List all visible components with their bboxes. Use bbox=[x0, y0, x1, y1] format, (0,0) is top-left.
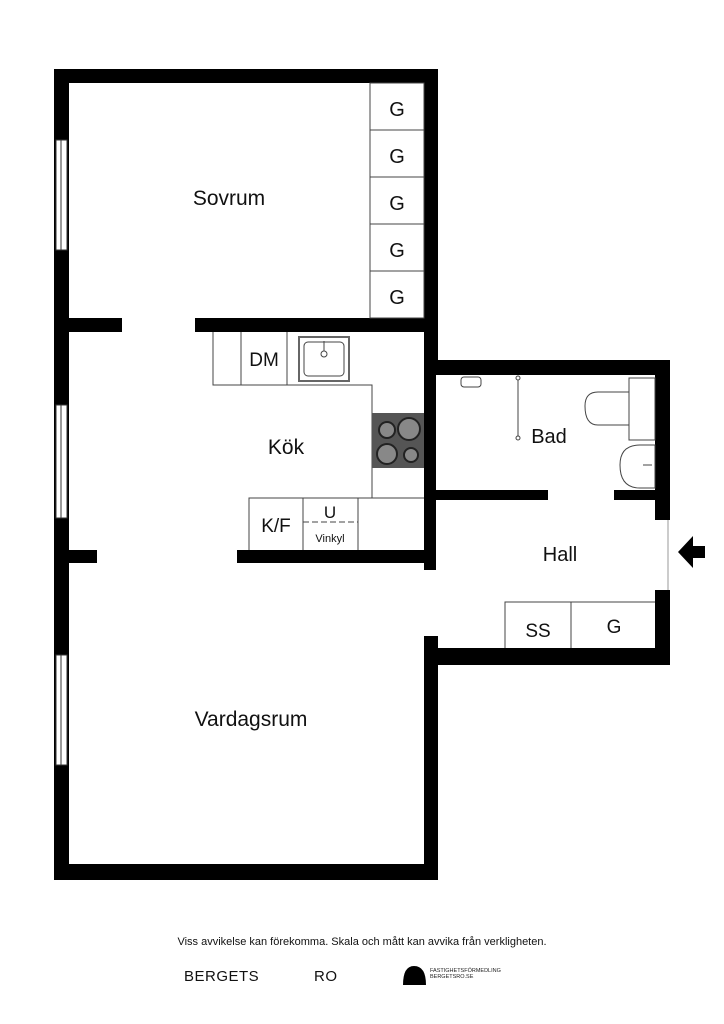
windows bbox=[55, 139, 68, 766]
bedroom-wardrobes bbox=[369, 82, 425, 319]
tagline: FASTIGHETSFÖRMEDLING BERGETSRO.SE bbox=[430, 968, 501, 980]
wardrobe-label: G bbox=[389, 193, 405, 215]
room-label-vardagsrum: Vardagsrum bbox=[195, 708, 308, 731]
disclaimer: Viss avvikelse kan förekomma. Skala och … bbox=[177, 936, 547, 948]
arrow-left-icon bbox=[678, 536, 705, 568]
room-label-bad: Bad bbox=[531, 426, 567, 448]
walls bbox=[54, 69, 670, 880]
brand-left: BERGETS bbox=[184, 968, 260, 985]
room-label-kok: Kök bbox=[268, 436, 305, 459]
room-label-sovrum: Sovrum bbox=[193, 187, 265, 210]
hall-cabinets bbox=[504, 601, 655, 648]
wardrobe-label: G bbox=[389, 240, 405, 262]
fridge-freezer-label: K/F bbox=[261, 516, 291, 537]
brand-right: RO bbox=[314, 968, 338, 985]
kitchen-counter bbox=[212, 332, 424, 499]
tagline-1: FASTIGHETSFÖRMEDLING bbox=[430, 968, 501, 974]
wardrobe-label: G bbox=[389, 146, 405, 168]
oven-label: U bbox=[324, 503, 336, 522]
stove bbox=[372, 413, 424, 468]
dishwasher-label: DM bbox=[249, 350, 279, 371]
hall-cabinet-label: SS bbox=[525, 621, 550, 642]
room-label-hall: Hall bbox=[543, 544, 577, 566]
bathroom-fixtures bbox=[460, 375, 656, 489]
hall-wardrobe-label: G bbox=[607, 617, 622, 638]
oven-note: Vinkyl bbox=[315, 533, 344, 545]
wardrobe-label: G bbox=[389, 99, 405, 121]
kitchen-lower-counter bbox=[248, 497, 372, 550]
wardrobe-label: G bbox=[389, 287, 405, 309]
tagline-2: BERGETSRO.SE bbox=[430, 974, 474, 980]
logo-mark bbox=[403, 966, 426, 985]
